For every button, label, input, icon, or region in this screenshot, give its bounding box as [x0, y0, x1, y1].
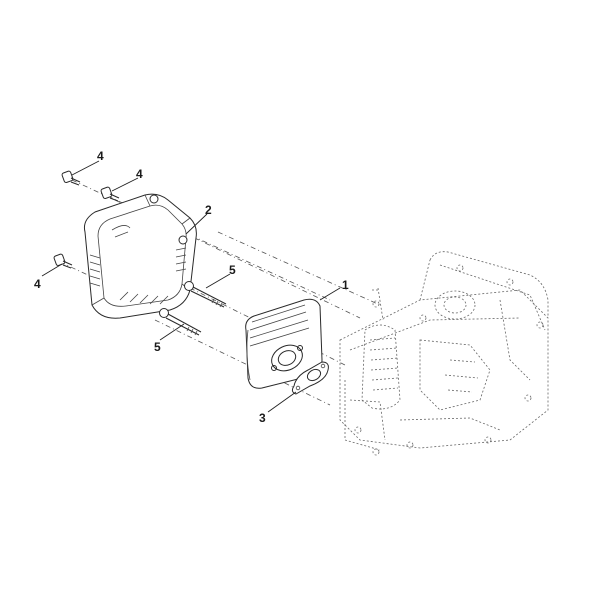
bolt-5-lower-icon [159, 308, 202, 336]
bolt-5-upper-icon [184, 281, 227, 308]
callout-5-upper: 5 [229, 263, 236, 277]
callout-5-lower: 5 [154, 340, 161, 354]
callout-4-top-right: 4 [136, 167, 143, 181]
bolt-4-top-left-icon [61, 170, 81, 186]
muffler-icon [245, 298, 323, 389]
gasket-icon [291, 361, 329, 395]
bolt-4-left-icon [53, 253, 73, 269]
callout-4-top-left: 4 [97, 149, 104, 163]
engine-block-icon [339, 251, 549, 456]
bolt-4-top-right-icon [100, 186, 120, 202]
callout-2: 2 [205, 203, 212, 217]
callout-4-left: 4 [34, 277, 41, 291]
leader-lines [41, 160, 341, 413]
callout-1: 1 [342, 278, 349, 292]
muffler-guard-icon [84, 193, 197, 319]
callout-3: 3 [259, 411, 266, 425]
